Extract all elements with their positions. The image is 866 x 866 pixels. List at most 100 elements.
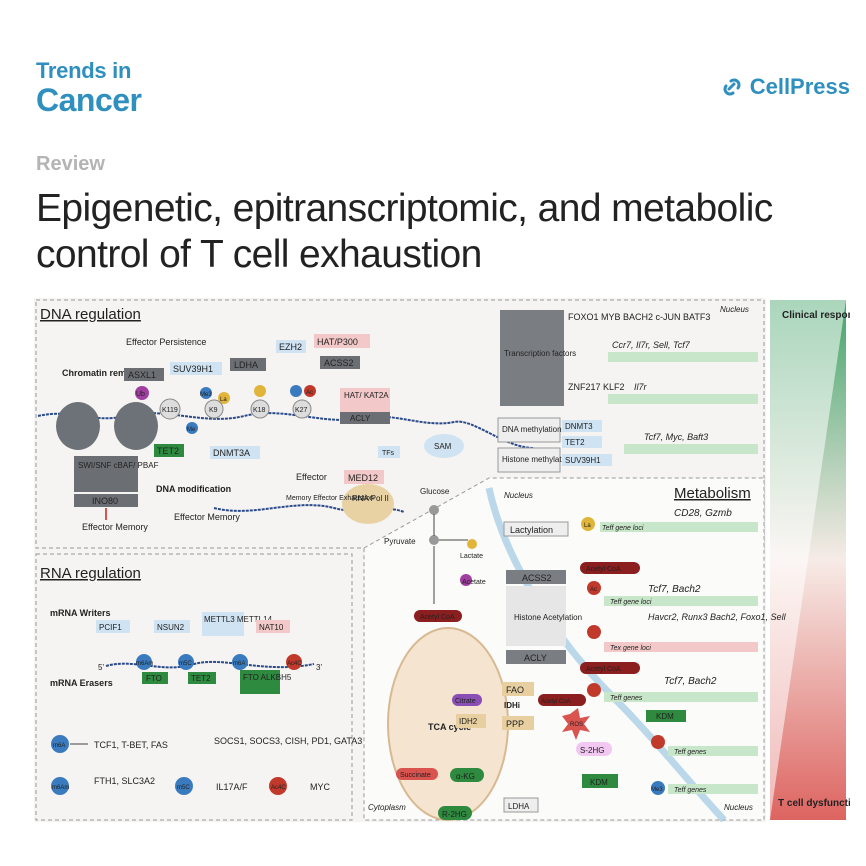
- suv39h1-box: [170, 362, 222, 375]
- glucose-node: [429, 505, 439, 515]
- dnmt3a-box: [210, 446, 260, 459]
- ac4c-target-label: Ac4C: [271, 785, 286, 791]
- nucleus-label: Nucleus: [720, 305, 749, 314]
- m6a-neg-targets: SOCS1, SOCS3, CISH, PD1, GATA3: [214, 736, 362, 746]
- nucleus-label-2: Nucleus: [504, 491, 533, 500]
- histone-acetylation-label: Histone Acetylation: [514, 613, 582, 622]
- ac-node-2: [587, 625, 601, 639]
- la-mark-k18: [254, 385, 266, 397]
- me3-met-node: [651, 781, 665, 795]
- k27-node: [292, 399, 312, 419]
- ldha-label: LDHA: [234, 360, 258, 370]
- lactate-label: Lactate: [460, 553, 483, 560]
- pcif1-box: [96, 620, 130, 633]
- swi-snf-box: [74, 456, 138, 492]
- hat-p300-box: [314, 334, 370, 348]
- m6a-targets: TCF1, T-BET, FAS: [94, 740, 168, 750]
- lactate-node: [467, 539, 477, 549]
- histone-methylation-label: Histone methylation: [502, 455, 572, 464]
- nucleus-label-3: Nucleus: [724, 803, 753, 812]
- dna-panel-title: DNA regulation: [40, 306, 141, 323]
- idhi-label: IDHi: [504, 701, 520, 710]
- fao-box: [502, 682, 534, 696]
- m6am-target-node: [51, 777, 69, 795]
- acly-met-box: [506, 650, 566, 664]
- tex-loci-label: Tex gene loci: [610, 645, 651, 652]
- sam-genes: Tcf7, Myc, Baft3: [644, 432, 708, 442]
- acss2-met-box: [506, 570, 566, 584]
- fto-alkbh5-box: [240, 670, 280, 694]
- ac-node-1-label: Ac: [590, 587, 597, 593]
- acetate-label: Acetate: [462, 579, 486, 586]
- k119-node: [159, 398, 181, 420]
- tet2-rna-box: [188, 672, 216, 684]
- mrna-strand: [105, 660, 315, 669]
- kdm-label-1: KDM: [656, 712, 674, 721]
- succinate-label: Succinate: [400, 772, 431, 779]
- me-mark-dna: [186, 422, 198, 434]
- teff-loci-label: Teff gene loci: [610, 599, 652, 606]
- lactylation-label: Lactylation: [510, 525, 553, 535]
- acly-box: [340, 412, 390, 424]
- tet2-box: [154, 444, 184, 457]
- havcr2-genes: Havcr2, Runx3 Bach2, Foxo1, Sell: [648, 612, 787, 622]
- suv39h1-sam-box: [562, 454, 612, 466]
- effector-memory-label: Effector Memory: [82, 522, 148, 532]
- mrna-writers-label: mRNA Writers: [50, 608, 111, 618]
- swi-snf-label: SWI/SNF cBAF/ PBAF: [78, 461, 159, 470]
- idh2-box: [456, 714, 486, 728]
- dnmt3a-label: DNMT3A: [213, 448, 250, 458]
- rna-pol-ii: [342, 484, 394, 524]
- tcf7-bach2-genes-2: Tcf7, Bach2: [664, 676, 717, 687]
- nucleosome-2: [114, 402, 158, 450]
- teff-genes-2-label: Teff genes: [674, 749, 707, 756]
- tf-box: [500, 310, 564, 406]
- acetyl-coa-1-label: Acetyl CoA: [586, 566, 621, 573]
- m5c-target-node: [175, 777, 193, 795]
- citrate-label: Citrate: [455, 698, 476, 705]
- tet2-sam-label: TET2: [565, 438, 585, 447]
- ino80-label: INO80: [92, 496, 118, 506]
- journal-name-line2: Cancer: [36, 82, 142, 118]
- sam-label: SAM: [434, 442, 452, 451]
- fao-label: FAO: [506, 685, 524, 695]
- ac-node-1: [587, 581, 601, 595]
- gradient-bottom-label: T cell dysfunction: [778, 798, 850, 809]
- outcomes-label: Memory Effector Exhaustion: [286, 495, 374, 502]
- ac-label-dna: Ac: [306, 390, 313, 396]
- histone-acetylation-box: [506, 586, 566, 646]
- figure-svg: Clinical response T cell dysfunction DNA…: [34, 298, 850, 822]
- med12-label: MED12: [348, 473, 378, 483]
- m6a-target-node: [51, 735, 69, 753]
- cytoplasm-label: Cytoplasm: [368, 803, 406, 812]
- la-gene-loci: Teff gene loci: [602, 525, 644, 532]
- effector-label: Effector: [296, 472, 327, 482]
- tf-genes-2: Il7r: [634, 382, 648, 392]
- teff-genes-3-label: Teff genes: [674, 787, 707, 794]
- r2hg-label: R-2HG: [442, 810, 467, 819]
- m6am-target-label: m6Am: [52, 785, 69, 791]
- teff-gene-bar-2: [604, 692, 758, 702]
- rna-panel: [35, 553, 353, 821]
- nsun2-label: NSUN2: [157, 623, 185, 632]
- acetyl-coa-2-label: Acetyl CoA: [586, 666, 621, 673]
- ub-label: Ub: [136, 391, 145, 398]
- dna-methylation-label: DNA methylation: [502, 425, 562, 434]
- succinate-node: [396, 768, 438, 780]
- m6am-mark-label: m6Am: [136, 661, 153, 667]
- acetyl-coa-2: [580, 662, 640, 674]
- akg-label: α-KG: [456, 772, 475, 781]
- m5c-mark-label: m5C: [179, 661, 192, 667]
- three-prime-label: 3': [316, 663, 322, 672]
- la-met-label: La: [584, 523, 591, 529]
- acly-met-label: ACLY: [524, 653, 547, 663]
- k119-label: K119: [162, 407, 178, 414]
- publisher-logo: CellPress: [720, 74, 850, 100]
- suv39h1-label: SUV39H1: [173, 364, 213, 374]
- teff-gene-bar-3: [668, 746, 758, 756]
- ac4c-mark: [286, 654, 302, 670]
- ezh2-label: EZH2: [279, 342, 302, 352]
- idh2-label: IDH2: [459, 717, 478, 726]
- hat-p300-label: HAT/P300: [317, 337, 358, 347]
- acss2-box: [320, 356, 360, 369]
